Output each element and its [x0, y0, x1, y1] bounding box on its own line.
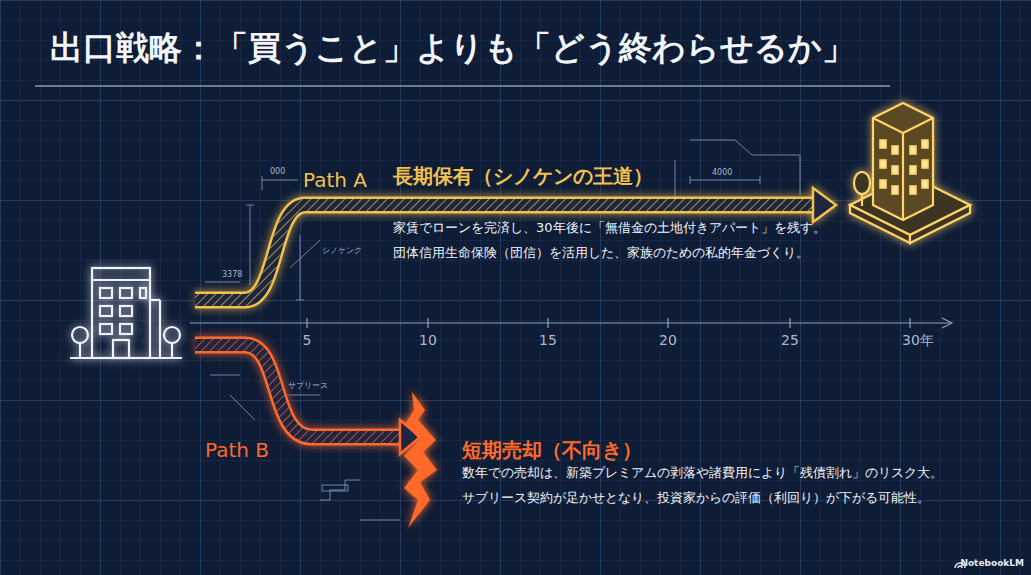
path-label: Path A	[303, 168, 367, 192]
path-b-arrow	[195, 345, 437, 528]
axis-tick-label: 15	[539, 332, 557, 349]
building-icon	[70, 268, 182, 358]
title: 出口戦略：「買うこと」よりも「どう終わらせるか」	[50, 28, 855, 68]
path-heading: 長期保有（シノケンの王道）	[393, 164, 653, 188]
path-description: 家賃でローンを完済し、30年後に「無借金の土地付きアパート」を残す。	[393, 220, 826, 236]
title-rule	[35, 85, 890, 86]
path-heading: 短期売却（不向き）	[462, 438, 642, 462]
axis-tick-label: 20	[659, 332, 677, 349]
axis-tick-label: 30年	[902, 332, 934, 349]
watermark: NotebookLM	[960, 558, 1024, 569]
building-icon	[850, 103, 970, 243]
crack-symbol	[404, 392, 437, 528]
axis-tick-label: 25	[781, 332, 799, 349]
dimension-label: 3378	[222, 270, 242, 280]
path-label: Path B	[205, 438, 269, 462]
dimension-label: シノケンク	[322, 246, 362, 256]
time-axis	[190, 318, 952, 328]
axis-tick-label: 10	[419, 332, 437, 349]
axis-tick-label: 5	[303, 332, 312, 349]
path-a-arrow	[195, 188, 836, 300]
path-description: 数年での売却は、新築プレミアムの剥落や諸費用により「残債割れ」のリスク大。	[462, 465, 943, 481]
dimension-label: サブリース	[288, 381, 328, 391]
path-description: サブリース契約が足かせとなり、投資家からの評価（利回り）が下がる可能性。	[462, 490, 930, 506]
dimension-label: 000	[270, 167, 285, 177]
dimension-label: 4000	[712, 168, 732, 178]
path-description: 団体信用生命保険（団信）を活用した、家族のための私的年金づくり。	[393, 245, 809, 261]
